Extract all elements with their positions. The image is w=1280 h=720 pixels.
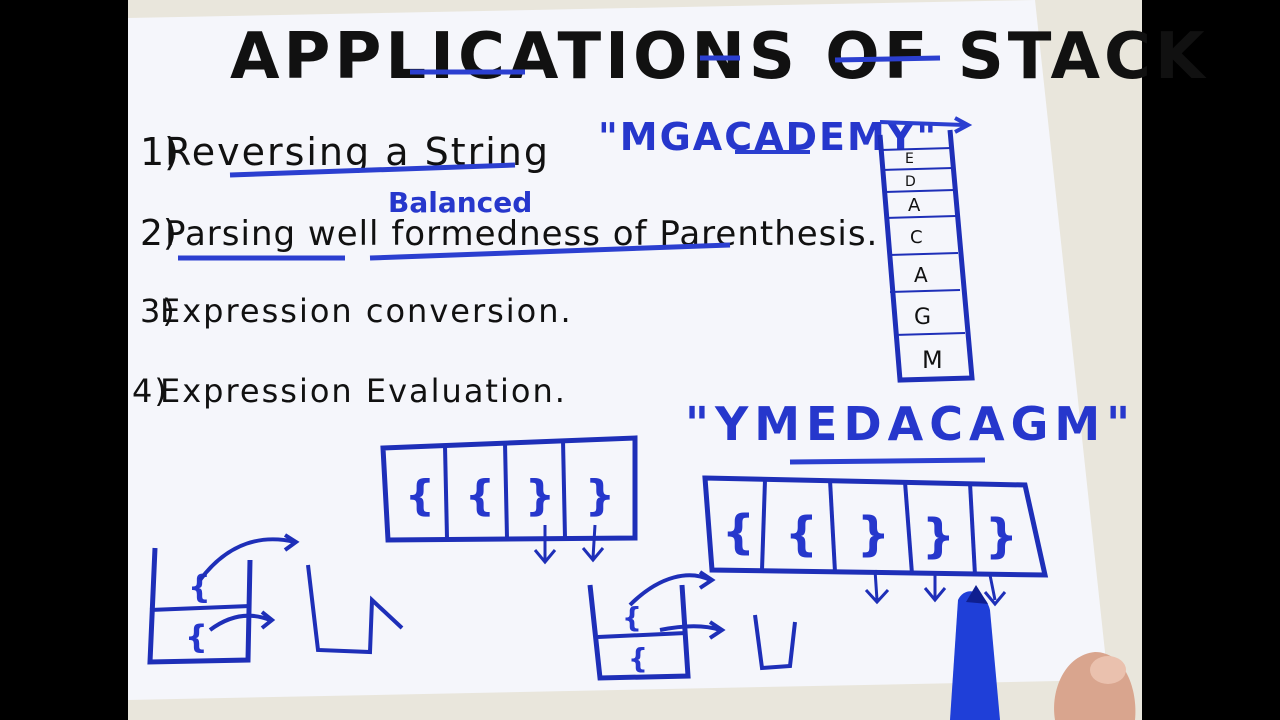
insert-word-balanced: Balanced	[388, 186, 532, 219]
finger	[1054, 652, 1136, 720]
stack-cell-top: E	[905, 151, 914, 167]
bracket-row-large: { { } } }	[702, 475, 1049, 607]
bracket-large-5: }	[985, 509, 1018, 563]
stack-cell-d: D	[905, 174, 916, 190]
mini-right-top: {	[622, 601, 642, 634]
empty-stack-right	[753, 614, 797, 671]
mini-right-bottom: {	[628, 642, 648, 675]
item-3-text: Expression conversion.	[160, 292, 573, 330]
paper-sheet	[128, 0, 1108, 700]
item-3-number: 3)	[140, 292, 177, 330]
bracket-small-2: {	[465, 471, 495, 520]
bracket-large-1: {	[722, 505, 755, 559]
stack-cell-g: G	[914, 305, 931, 330]
stack-cell-a2: A	[914, 263, 928, 287]
item-2-underline	[178, 242, 731, 261]
item-2-number: 2)	[140, 213, 177, 254]
bracket-large-2: {	[785, 507, 818, 561]
vertical-stack: E D A C A G M	[877, 129, 975, 383]
bracket-row-small: { { } }	[380, 435, 638, 565]
title-underline	[410, 55, 941, 75]
marker-pen	[950, 585, 1000, 720]
stack-cell-m: M	[922, 346, 943, 374]
bracket-small-3: }	[525, 471, 555, 520]
bracket-small-1: {	[405, 471, 435, 520]
stack-cell-c: C	[910, 227, 923, 248]
bracket-large-4: }	[922, 509, 955, 563]
bracket-small-4: }	[585, 471, 615, 520]
push-arrow	[879, 116, 973, 134]
item-4-text: Expression Evaluation.	[160, 372, 567, 410]
mini-stack-left: { {	[147, 533, 404, 665]
item-4-number: 4)	[132, 372, 169, 410]
mini-left-top: {	[188, 568, 211, 606]
applications-list: 1) Reversing a String 2) Parsing well fo…	[132, 130, 878, 410]
item-2-text: Parsing well formedness of Parenthesis.	[165, 214, 878, 254]
item-1-number: 1)	[140, 130, 179, 174]
reversed-string: "YMEDACAGM"	[685, 397, 1136, 451]
mini-stack-right: { {	[587, 570, 797, 681]
empty-stack-left	[306, 564, 404, 655]
item-1-underline	[229, 162, 516, 178]
bracket-large-3: }	[857, 507, 890, 561]
stack-cell-a1: A	[908, 195, 921, 216]
mini-left-bottom: {	[185, 618, 208, 656]
